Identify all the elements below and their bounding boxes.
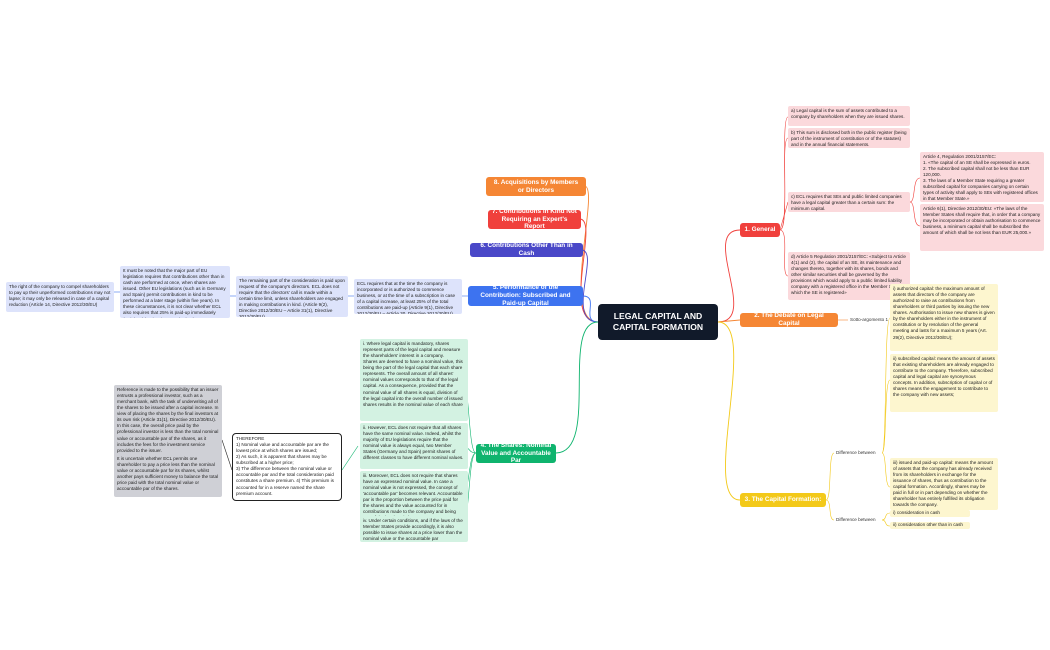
general-b: b) This sum is disclosed both in the pub… <box>788 128 910 148</box>
shares-ii: ii. However, ECL does not require that a… <box>360 423 468 469</box>
general-d: d) Article 5 Regulation 2001/2157/EC: «S… <box>788 252 910 300</box>
shares-iii: iii. Moreover, ECL does not require that… <box>360 471 468 521</box>
general-c2: Article 6(1), Directive 2012/30/EU: «The… <box>920 204 1044 251</box>
general-c1: Article 4, Regulation 2001/2157/EC: 1. «… <box>920 152 1044 202</box>
reference-note: Reference is made to the possibility tha… <box>114 385 222 497</box>
branch-formation[interactable]: 3. The Capital Formation: <box>740 493 826 507</box>
central-topic[interactable]: LEGAL CAPITAL AND CAPITAL FORMATION <box>598 304 718 340</box>
performance-remaining: The remaining part of the consideration … <box>236 276 348 317</box>
general-c: c) ECL requires that SEs and public limi… <box>788 192 910 212</box>
branch-shares[interactable]: 4. The Shares: Nominal Value and Account… <box>476 442 556 464</box>
therefore-box: THEREFORE 1) Nominal value and accountab… <box>232 433 342 501</box>
paid-up-capital: iii) issued and paid-up capital: means t… <box>890 458 998 510</box>
authorized-capital: i) authorized capital: the maximum amoun… <box>890 284 998 351</box>
branch-debate[interactable]: 2. The Debate on Legal Capital <box>740 312 838 327</box>
consideration-cash: i) consideration in cash <box>890 510 970 517</box>
performance-noted: It must be noted that the major part of … <box>120 266 230 318</box>
formation-difference-1: Difference between <box>836 450 876 455</box>
performance-right: The right of the company to compel share… <box>6 282 114 312</box>
debate-subtopic: Sotto-argomento 1 <box>850 317 889 322</box>
consideration-other: ii) consideration other than in cash <box>890 522 970 529</box>
shares-i: i. Where legal capital is mandatory, sha… <box>360 339 468 421</box>
branch-general[interactable]: 1. General <box>740 223 780 237</box>
subscribed-capital: ii) subscribed capital: means the amount… <box>890 354 998 412</box>
performance-main: ECL requires that at the time the compan… <box>354 279 462 314</box>
branch-contributions-in-kind[interactable]: 7. Contributions in Kind Not Requiring a… <box>488 208 581 230</box>
shares-iv: iv. Under certain conditions, and if the… <box>360 516 468 542</box>
branch-acquisitions[interactable]: 8. Acquisitions by Members or Directors <box>486 177 586 196</box>
general-a: a) Legal capital is the sum of assets co… <box>788 106 910 126</box>
formation-difference-2: Difference between <box>836 517 876 522</box>
branch-contributions-other[interactable]: 6. Contributions Other Than in Cash <box>470 242 583 257</box>
branch-performance[interactable]: 5. Performance of the Contribution: Subs… <box>468 284 583 307</box>
